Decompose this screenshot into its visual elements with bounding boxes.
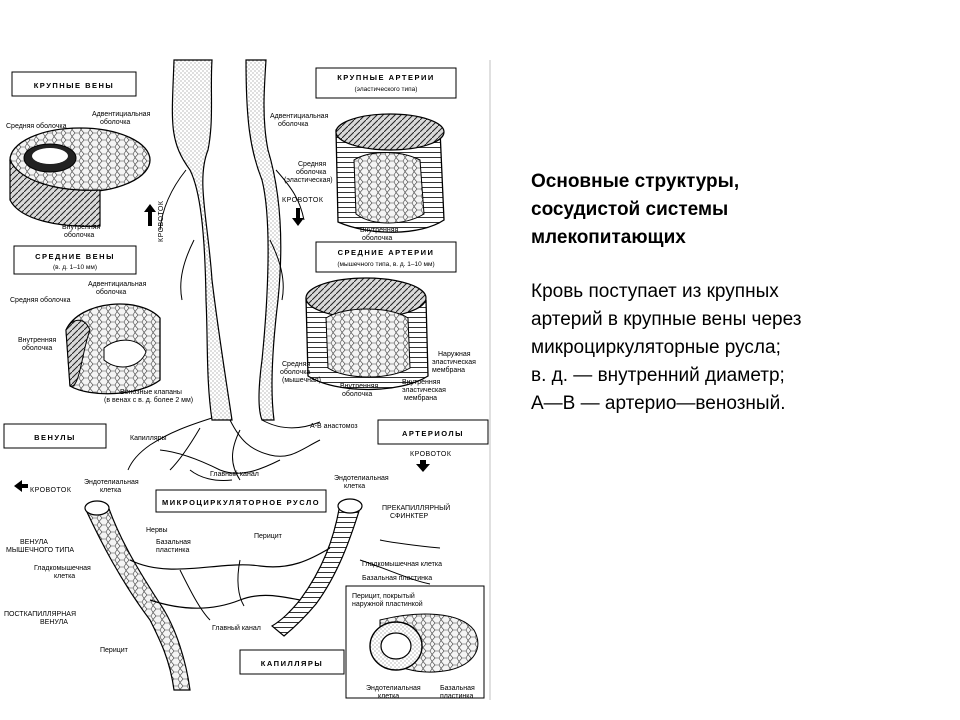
micro-smooth-right-label: Гладкомышечная клетка bbox=[362, 561, 442, 568]
medium-veins-title: СРЕДНИЕ ВЕНЫ bbox=[35, 252, 115, 261]
medium-arteries-outer-elastic-label-1: Наружная bbox=[438, 351, 471, 358]
venules-flow-arrow bbox=[14, 480, 28, 492]
micro-endothelial-left-label-1: Эндотелиальная bbox=[84, 479, 139, 486]
large-veins-flow-arrow bbox=[144, 204, 156, 226]
micro-endothelial-right-label-1: Эндотелиальная bbox=[334, 475, 389, 482]
medium-veins-media-label: Средняя оболочка bbox=[10, 296, 71, 304]
large-veins-media-label: Средняя оболочка bbox=[6, 122, 67, 130]
medium-arteries-inner-elastic-label-1: Внутренняя bbox=[402, 379, 441, 386]
micro-postcapillary-label-2: ВЕНУЛА bbox=[40, 619, 68, 626]
large-veins-intima-label-2: оболочка bbox=[64, 231, 94, 239]
arterioles-title: АРТЕРИОЛЫ bbox=[402, 429, 464, 438]
medium-veins-subtitle: (в. д. 1–10 мм) bbox=[53, 264, 97, 271]
micro-sphincter-label-2: СФИНКТЕР bbox=[390, 513, 428, 520]
large-arteries-flow-label: КРОВОТОК bbox=[282, 197, 324, 204]
large-arteries-media-label-3: (эластическая) bbox=[284, 177, 333, 184]
medium-veins-intima-label-2: оболочка bbox=[22, 344, 52, 352]
capillaries-box-title: КАПИЛЛЯРЫ bbox=[261, 659, 323, 668]
slide-title-line-2: сосудистой системы bbox=[531, 199, 729, 220]
slide-body-line-3: микроциркуляторные русла; bbox=[531, 337, 781, 358]
large-arteries-intima-label-1: Внутренняя bbox=[360, 227, 399, 234]
slide-text-block: Основные структуры, сосудистой системы м… bbox=[531, 168, 931, 418]
micro-muscular-venule-label-1: ВЕНУЛА bbox=[20, 539, 48, 546]
medium-arteries-subtitle: (мышечного типа, в. д. 1–10 мм) bbox=[337, 261, 434, 268]
micro-nerves-label: Нервы bbox=[146, 527, 168, 534]
cap-basal-label-1: Базальная bbox=[440, 685, 475, 692]
cap-pericyte-covered-label-2: наружной пластинкой bbox=[352, 600, 423, 608]
micro-endothelial-right-label-2: клетка bbox=[344, 483, 365, 490]
vascular-system-diagram: КРУПНЫЕ ВЕНЫ Средняя оболочка Адвентициа… bbox=[3, 59, 491, 700]
slide-body-line-1: Кровь поступает из крупных bbox=[531, 281, 779, 302]
medium-arteries-outer-elastic-label-3: мембрана bbox=[432, 366, 465, 374]
large-arteries-title: КРУПНЫЕ АРТЕРИИ bbox=[337, 73, 435, 82]
medium-veins-adventitia-label-1: Адвентициальная bbox=[88, 281, 147, 288]
micro-muscular-venule-label-2: МЫШЕЧНОГО ТИПА bbox=[6, 547, 74, 554]
medium-arteries-inner-elastic-label-3: мембрана bbox=[404, 394, 437, 402]
cap-endothelial-label-1: Эндотелиальная bbox=[366, 685, 421, 692]
capillaries-panel: КАПИЛЛЯРЫ Перицит, покрытый наружной пла… bbox=[239, 585, 485, 700]
slide-title-line-3: млекопитающих bbox=[531, 227, 686, 248]
micro-basal-left-label-2: пластинка bbox=[156, 547, 189, 554]
large-arteries-subtitle: (эластического типа) bbox=[355, 86, 418, 93]
large-arteries-adventitia-label-2: оболочка bbox=[278, 120, 308, 128]
micro-main-channel-label: Главный канал bbox=[212, 624, 261, 632]
medium-arteries-intima-label-2: оболочка bbox=[342, 390, 372, 398]
medium-arteries-media-label-2: оболочка bbox=[280, 368, 310, 376]
av-anastomosis-label: А-В анастомоз bbox=[310, 423, 358, 430]
medium-arteries-media-label-3: (мышечная) bbox=[282, 377, 321, 384]
medium-veins-valves-label-2: (в венах с в. д. более 2 мм) bbox=[104, 396, 193, 404]
large-arteries-media-label-1: Средняя bbox=[298, 161, 326, 168]
slide-body-line-2: артерий в крупные вены через bbox=[531, 309, 802, 330]
slide-body-line-5: А—В — артерио—венозный. bbox=[531, 393, 786, 414]
cap-endothelial-label-2: клетка bbox=[378, 693, 399, 700]
medium-arteries-intima-label-1: Внутренняя bbox=[340, 383, 379, 390]
capillary-network bbox=[127, 417, 321, 481]
large-arteries-intima-label-2: оболочка bbox=[362, 234, 392, 242]
main-channel-label-center: Главный канал bbox=[210, 470, 259, 478]
medium-arteries-title: СРЕДНИЕ АРТЕРИИ bbox=[338, 248, 435, 257]
large-veins-flow-label: КРОВОТОК bbox=[158, 200, 165, 242]
slide-body-line-4: в. д. — внутренний диаметр; bbox=[531, 365, 785, 386]
venules-panel: ВЕНУЛЫ КРОВОТОК bbox=[3, 423, 107, 494]
micro-sphincter-label-1: ПРЕКАПИЛЛЯРНЫЙ bbox=[382, 503, 450, 512]
medium-veins-valves-label-1: Венозные клапаны bbox=[120, 389, 182, 396]
micro-smooth-left-label-2: клетка bbox=[54, 573, 75, 580]
venules-flow-label: КРОВОТОК bbox=[30, 487, 72, 494]
large-arteries-panel: КРУПНЫЕ АРТЕРИИ (эластического типа) Адв… bbox=[270, 67, 457, 242]
medium-veins-intima-label-1: Внутренняя bbox=[18, 337, 57, 344]
large-veins-adventitia-label-2: оболочка bbox=[100, 118, 130, 126]
central-vessel-trunk bbox=[159, 59, 305, 421]
medium-arteries-panel: СРЕДНИЕ АРТЕРИИ (мышечного типа, в. д. 1… bbox=[280, 241, 476, 402]
large-arteries-flow-arrow bbox=[292, 208, 304, 226]
arterioles-flow-arrow bbox=[416, 460, 430, 472]
micro-basal-left-label-1: Базальная bbox=[156, 539, 191, 546]
arterioles-panel: АРТЕРИОЛЫ КРОВОТОК bbox=[377, 419, 489, 472]
medium-arteries-media-label-1: Средняя bbox=[282, 361, 310, 368]
large-veins-panel: КРУПНЫЕ ВЕНЫ Средняя оболочка Адвентициа… bbox=[6, 71, 165, 242]
micro-smooth-left-label-1: Гладкомышечная bbox=[34, 565, 91, 572]
medium-veins-panel: СРЕДНИЕ ВЕНЫ (в. д. 1–10 мм) Адвентициал… bbox=[10, 245, 193, 404]
micro-pericyte-low-label: Перицит bbox=[100, 647, 129, 654]
large-arteries-adventitia-label-1: Адвентициальная bbox=[270, 113, 329, 120]
microcirculation-title: МИКРОЦИРКУЛЯТОРНОЕ РУСЛО bbox=[162, 498, 320, 507]
micro-endothelial-left-label-2: клетка bbox=[100, 487, 121, 494]
large-veins-title: КРУПНЫЕ ВЕНЫ bbox=[34, 81, 115, 90]
arterioles-flow-label: КРОВОТОК bbox=[410, 451, 452, 458]
micro-postcapillary-label-1: ПОСТКАПИЛЛЯРНАЯ bbox=[4, 611, 76, 618]
medium-veins-adventitia-label-2: оболочка bbox=[96, 288, 126, 296]
slide-title-line-1: Основные структуры, bbox=[531, 171, 740, 192]
medium-arteries-inner-elastic-label-2: эластическая bbox=[402, 387, 446, 394]
micro-pericyte-mid-label: Перицит bbox=[254, 533, 283, 540]
large-veins-intima-label-1: Внутренняя bbox=[62, 224, 101, 231]
medium-arteries-outer-elastic-label-2: эластическая bbox=[432, 359, 476, 366]
cap-basal-label-2: пластинка bbox=[440, 693, 473, 700]
cap-pericyte-covered-label-1: Перицит, покрытый bbox=[352, 592, 415, 600]
large-veins-adventitia-label-1: Адвентициальная bbox=[92, 111, 151, 118]
venules-title: ВЕНУЛЫ bbox=[34, 433, 76, 442]
microcirculation-panel: МИКРОЦИРКУЛЯТОРНОЕ РУСЛО Эндотелиальная … bbox=[4, 475, 450, 691]
capillaries-label: Капилляры bbox=[130, 435, 167, 442]
micro-basal-right-label: Базальная пластинка bbox=[362, 575, 432, 582]
large-arteries-media-label-2: оболочка bbox=[296, 168, 326, 176]
